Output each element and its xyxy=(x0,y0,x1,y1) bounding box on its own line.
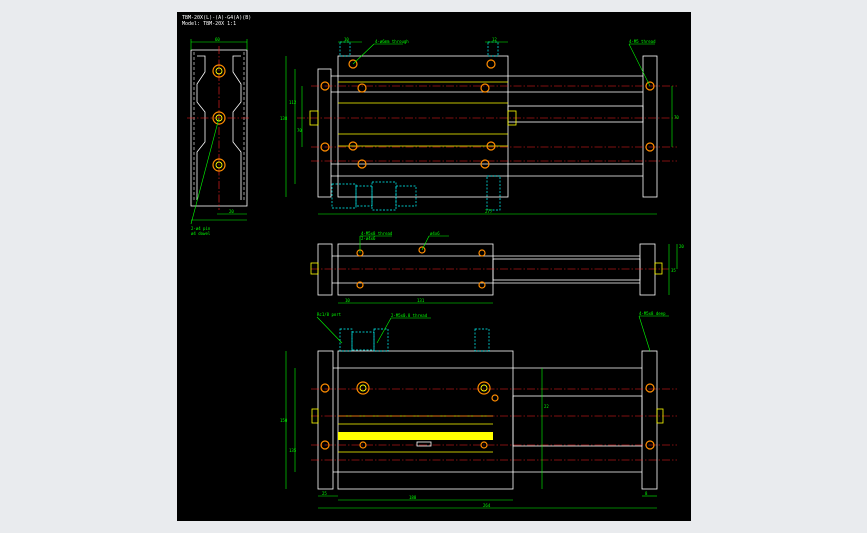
front-note-1: Rc1/8 port xyxy=(317,312,342,317)
dim-front-total: 264 xyxy=(483,503,491,508)
dim-front-right: 8 xyxy=(645,491,648,496)
side-note-2: 2-ø4x6 xyxy=(361,236,376,241)
side-view: 10 131 35 20 4-M5x8 thread 2-ø4x6 ø4x6 xyxy=(310,231,684,304)
front-slide-body xyxy=(337,350,514,490)
front-note-3: 4-M5x8 deep xyxy=(639,311,666,316)
title-line-1: TBM-20X(L)-(A)-G4(A)(B) xyxy=(182,15,251,21)
dim-top-offset: 10 xyxy=(344,37,349,42)
end-view-profile-right xyxy=(232,55,242,200)
side-note-1: 4-M5x8 thread xyxy=(361,231,393,236)
side-note-3: ø4x6 xyxy=(430,231,440,236)
end-hole-mid xyxy=(212,111,226,125)
dim-front-inner: 135 xyxy=(289,448,297,453)
dim-front-plate: 25 xyxy=(322,491,327,496)
front-note-2: 2-M5x0.8 thread xyxy=(391,313,428,318)
dim-top-inner: 112 xyxy=(289,100,297,105)
drawing-canvas: TBM-20X(L)-(A)-G4(A)(B) Model: TBM-20X 1… xyxy=(182,15,684,509)
top-slide-body xyxy=(337,55,509,198)
end-view: 60 20 2-ø4 pin ø4 dowel xyxy=(187,37,251,236)
end-hole-top xyxy=(212,64,226,78)
dim-front-body: 188 xyxy=(409,495,417,500)
end-hole-bottom xyxy=(212,158,226,172)
dim-side-height: 35 xyxy=(671,268,676,273)
dim-side-offset: 10 xyxy=(345,298,350,303)
dim-side-length: 131 xyxy=(417,298,425,303)
top-end-plate-left xyxy=(317,68,332,198)
dim-top-right: 70 xyxy=(674,115,679,120)
top-note-left: 4-ø6mm through xyxy=(375,39,409,44)
top-note-right: 4-M5 thread xyxy=(629,39,656,44)
dim-front-height: 150 xyxy=(280,418,288,423)
dim-top-rod: 70 xyxy=(297,128,302,133)
dim-front-rod: 22 xyxy=(544,404,549,409)
top-guide-rod xyxy=(507,105,644,123)
dim-top-height: 138 xyxy=(280,116,288,121)
top-view: 138 112 70 70 10 12 277 4-ø6mm through 4… xyxy=(280,37,679,215)
end-note-1: 2-ø4 pin xyxy=(191,226,211,231)
dim-side-top: 20 xyxy=(679,244,684,249)
dim-end-width: 60 xyxy=(215,37,220,42)
title-line-2: Model: TBM-20X 1:1 xyxy=(182,21,236,27)
cad-drawing-sheet: TBM-20X(L)-(A)-G4(A)(B) Model: TBM-20X 1… xyxy=(177,12,691,521)
dim-end-base: 20 xyxy=(229,209,234,214)
dim-top-offset-2: 12 xyxy=(492,37,497,42)
front-nameplate xyxy=(416,441,432,447)
end-note-2: ø4 dowel xyxy=(191,231,211,236)
front-highlight-rail xyxy=(338,432,493,440)
front-view: 150 135 22 25 188 264 8 Rc1/8 port 2-M5x… xyxy=(280,311,677,509)
dim-top-length: 277 xyxy=(485,209,493,214)
end-view-profile-left xyxy=(196,55,206,200)
top-end-plate-right xyxy=(642,55,658,198)
